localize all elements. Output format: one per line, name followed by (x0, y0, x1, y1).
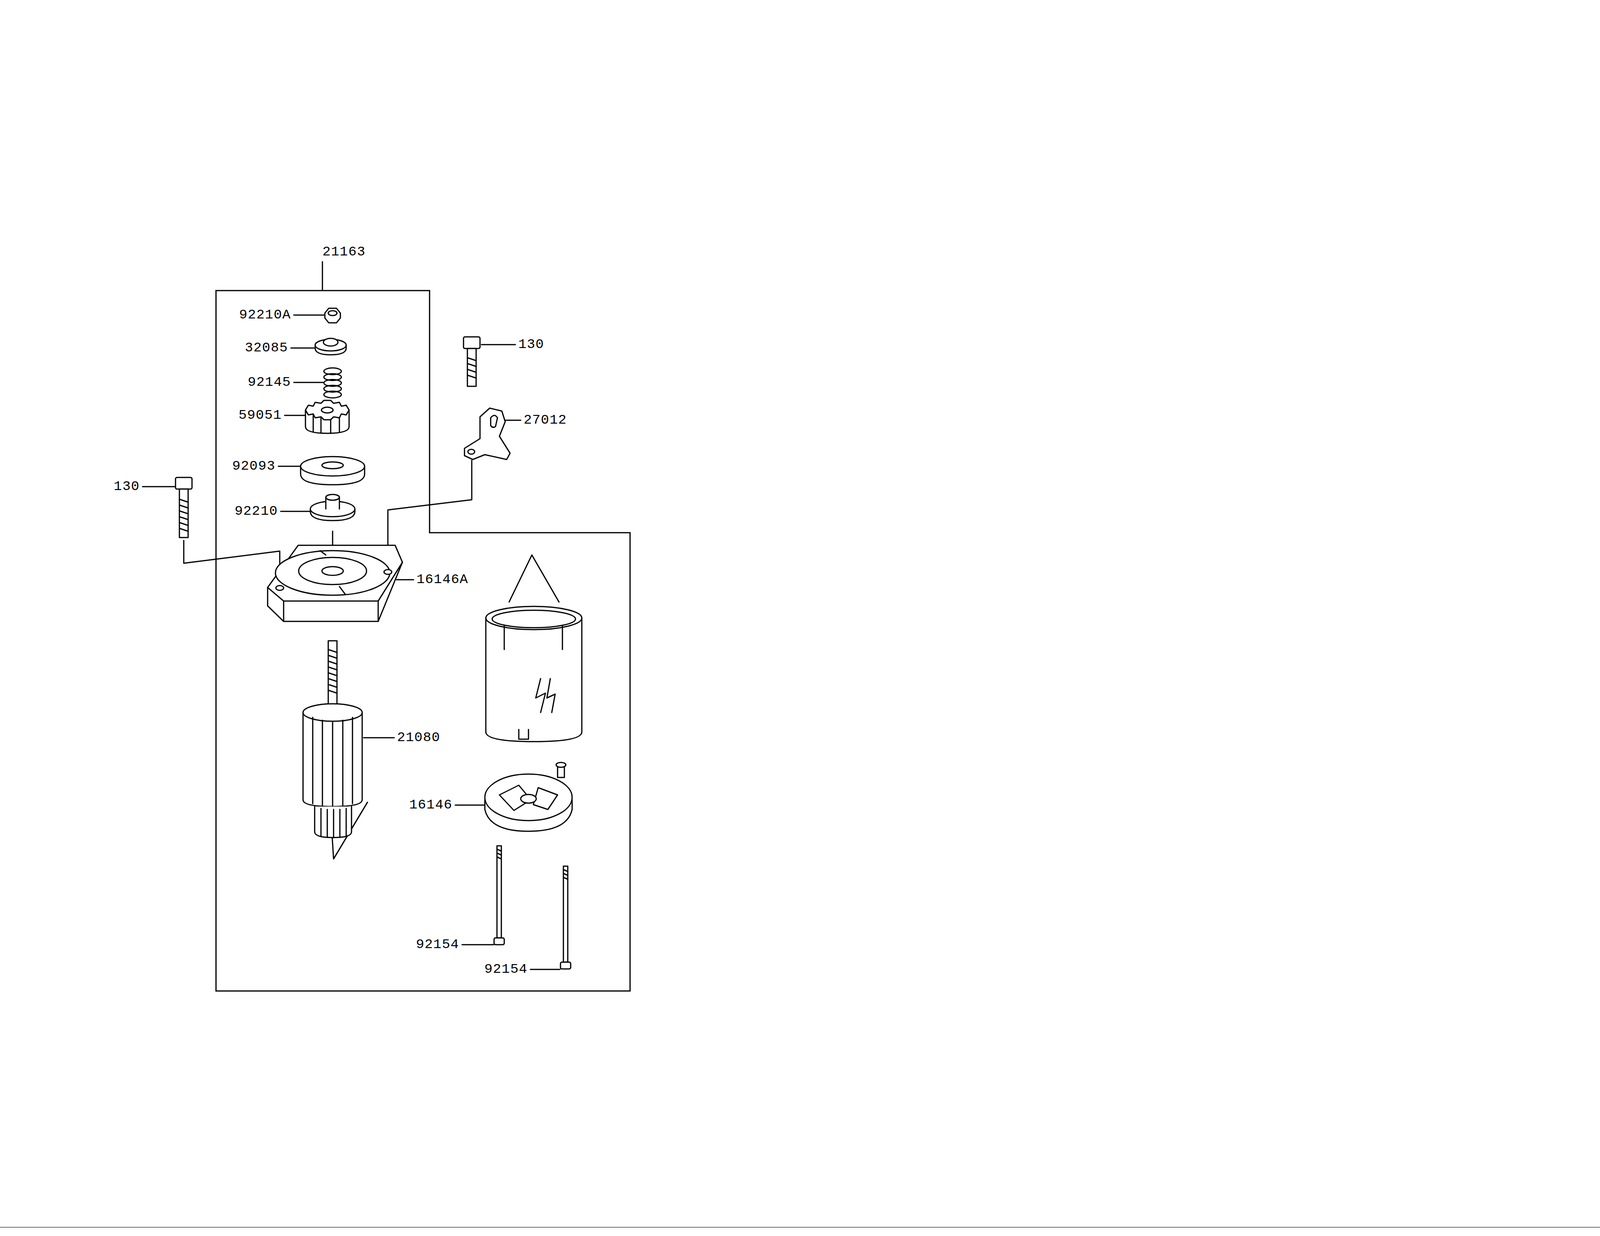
callout-number: 59051 (238, 407, 282, 424)
page-rule (0, 1227, 1600, 1229)
callout-number: 92210 (234, 503, 278, 520)
callout-number: 27012 (523, 412, 567, 429)
callout-number: 16146 (409, 797, 453, 814)
bolt (175, 336, 480, 538)
outline-shape (215, 289, 631, 992)
callout-number: 92154 (416, 937, 460, 953)
callout-number: 92154 (484, 961, 528, 978)
pinion-gear (305, 400, 350, 434)
callout-number: 92145 (247, 374, 291, 391)
assembly-outline: 21163 (215, 289, 631, 992)
callout-number: 16146A (416, 572, 469, 588)
callout-number: 21080 (397, 730, 441, 746)
callout-number: 130 (113, 479, 140, 495)
callout-number: 130 (518, 336, 544, 353)
collar (310, 494, 355, 521)
bracket (464, 408, 511, 460)
washer (300, 456, 365, 485)
callout-number: 92210A (239, 307, 291, 323)
cap (315, 338, 347, 355)
spring (323, 368, 342, 399)
armature (303, 640, 363, 838)
heading-line (321, 261, 324, 290)
through-bolt (494, 846, 571, 970)
end-cap (267, 545, 403, 622)
motor-housing (485, 606, 582, 742)
nut (324, 308, 341, 323)
brush-plate (484, 762, 573, 832)
callout-number: 92093 (232, 458, 276, 475)
callout-number: 32085 (244, 340, 288, 356)
assembly-number: 21163 (322, 244, 366, 260)
